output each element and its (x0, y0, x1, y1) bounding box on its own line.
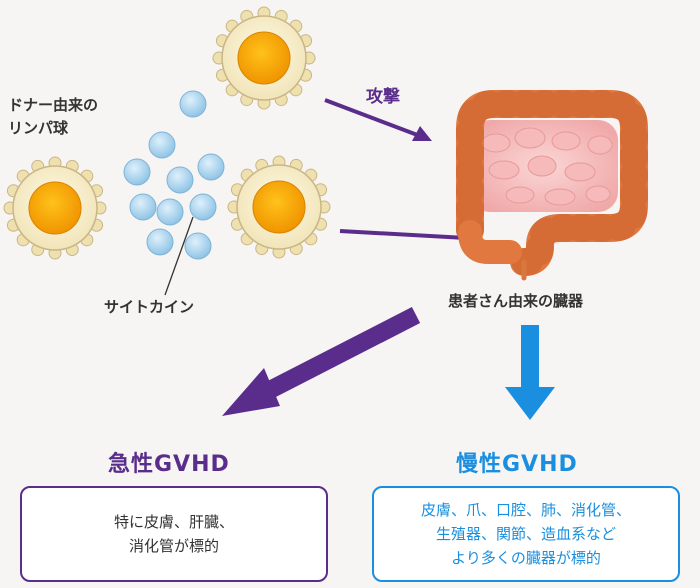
attack-label: 攻撃 (366, 87, 400, 107)
acute-gvhd-title: 急性GVHD (108, 452, 230, 477)
chronic-gvhd-description-box: 皮膚、爪、口腔、肺、消化管、 生殖器、関節、造血系など より多くの臓器が標的 (372, 486, 680, 582)
donor-lymphocyte-label: ドナー由来の リンパ球 (8, 96, 99, 137)
acute-gvhd-description-box: 特に皮膚、肝臓、 消化管が標的 (20, 486, 328, 582)
acute-gvhd-arrow (222, 306, 421, 416)
lymphocyte-cell-left (3, 156, 107, 260)
chronic-gvhd-title: 慢性GVHD (456, 452, 578, 477)
attack-arrow-top (324, 98, 432, 141)
cytokine-pointer-line (164, 216, 194, 296)
chronic-gvhd-description: 皮膚、爪、口腔、肺、消化管、 生殖器、関節、造血系など より多くの臓器が標的 (420, 501, 631, 567)
acute-gvhd-description: 特に皮膚、肝臓、 消化管が標的 (113, 513, 234, 555)
cytokine-particles (123, 90, 225, 260)
patient-organ-label: 患者さん由来の臓器 (448, 292, 584, 310)
cytokine-label: サイトカイン (104, 298, 195, 316)
intestine-organ-illustration (456, 90, 648, 281)
chronic-gvhd-arrow (505, 325, 555, 420)
lymphocyte-cell-top (212, 6, 316, 110)
lymphocyte-cell-middle (227, 155, 331, 259)
